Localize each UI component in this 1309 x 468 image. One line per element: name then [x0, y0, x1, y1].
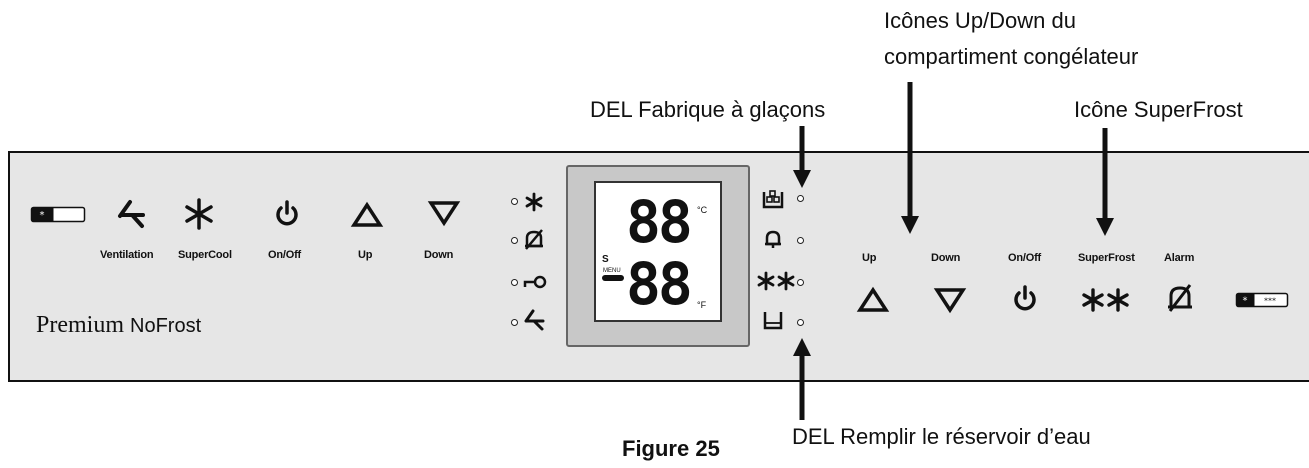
power-icon[interactable]: [274, 199, 300, 229]
freezer-button-label-down: Down: [931, 252, 961, 264]
led-superfrost: [797, 279, 804, 286]
alarm-off-icon[interactable]: [1166, 283, 1194, 313]
led-alarm-off: [511, 237, 518, 244]
fridge-mode-icon: *: [30, 206, 86, 223]
lcd-unit-c: °C: [697, 205, 708, 215]
svg-text:*: *: [40, 210, 45, 221]
led-key: [511, 279, 518, 286]
ice-maker-indicator-icon: [762, 190, 784, 209]
led-icemaker: [797, 195, 804, 202]
down-triangle-icon[interactable]: [427, 201, 461, 227]
callout-icemaker-led: DEL Fabrique à glaçons: [590, 97, 826, 122]
brand-logo: Premium NoFrost: [36, 312, 201, 339]
freezer-power-icon[interactable]: [1012, 284, 1038, 314]
led-alarm: [797, 237, 804, 244]
lcd-menu-bar: [602, 275, 624, 281]
led-ventilation: [511, 319, 518, 326]
callout-freezer-updown-line2: compartiment congélateur: [884, 44, 1139, 69]
lcd-bottom-digits: 88: [626, 250, 693, 318]
freezer-button-label-superfrost: SuperFrost: [1078, 252, 1135, 264]
snowflake-indicator-icon: [525, 192, 543, 212]
fan-indicator-icon: [524, 309, 545, 331]
button-label-up: Up: [358, 249, 373, 261]
button-label-supercool: SuperCool: [178, 249, 232, 261]
button-label-down: Down: [424, 249, 454, 261]
callout-superfrost-icon: Icône SuperFrost: [1074, 97, 1243, 122]
svg-text:*: *: [1243, 296, 1248, 307]
callout-water-led: DEL Remplir le réservoir d’eau: [792, 424, 1091, 449]
double-snowflake-indicator-icon: [757, 271, 795, 291]
button-label-onoff: On/Off: [268, 249, 302, 261]
freezer-button-label-up: Up: [862, 252, 877, 264]
lcd-s-label: S: [602, 254, 609, 265]
lcd-top-digits: 88: [626, 188, 693, 256]
superfrost-icon[interactable]: [1081, 288, 1131, 312]
led-supercool: [511, 198, 518, 205]
brand-sub: NoFrost: [130, 315, 202, 337]
led-water-tank: [797, 319, 804, 326]
svg-text:***: ***: [1264, 297, 1276, 306]
alarm-off-indicator-icon: [525, 229, 543, 250]
freezer-button-label-alarm: Alarm: [1164, 252, 1195, 264]
freezer-mode-icon: * ***: [1235, 292, 1289, 308]
freezer-up-triangle-icon[interactable]: [856, 286, 890, 312]
water-tank-indicator-icon: [763, 312, 783, 330]
snowflake-icon[interactable]: [184, 198, 214, 230]
freezer-down-triangle-icon[interactable]: [933, 288, 967, 314]
bell-indicator-icon: [765, 230, 781, 248]
lcd-unit-f: °F: [697, 300, 707, 310]
button-label-ventilation: Ventilation: [100, 249, 154, 261]
lcd-display: [594, 181, 722, 322]
up-triangle-icon[interactable]: [350, 201, 384, 227]
figure-caption: Figure 25: [622, 436, 720, 461]
callout-freezer-updown-line1: Icônes Up/Down du: [884, 8, 1076, 33]
key-indicator-icon: [523, 275, 547, 289]
fan-icon[interactable]: [116, 199, 146, 229]
lcd-menu-label: MENU: [603, 268, 621, 274]
freezer-button-label-onoff: On/Off: [1008, 252, 1042, 264]
brand-name: Premium: [36, 312, 124, 338]
